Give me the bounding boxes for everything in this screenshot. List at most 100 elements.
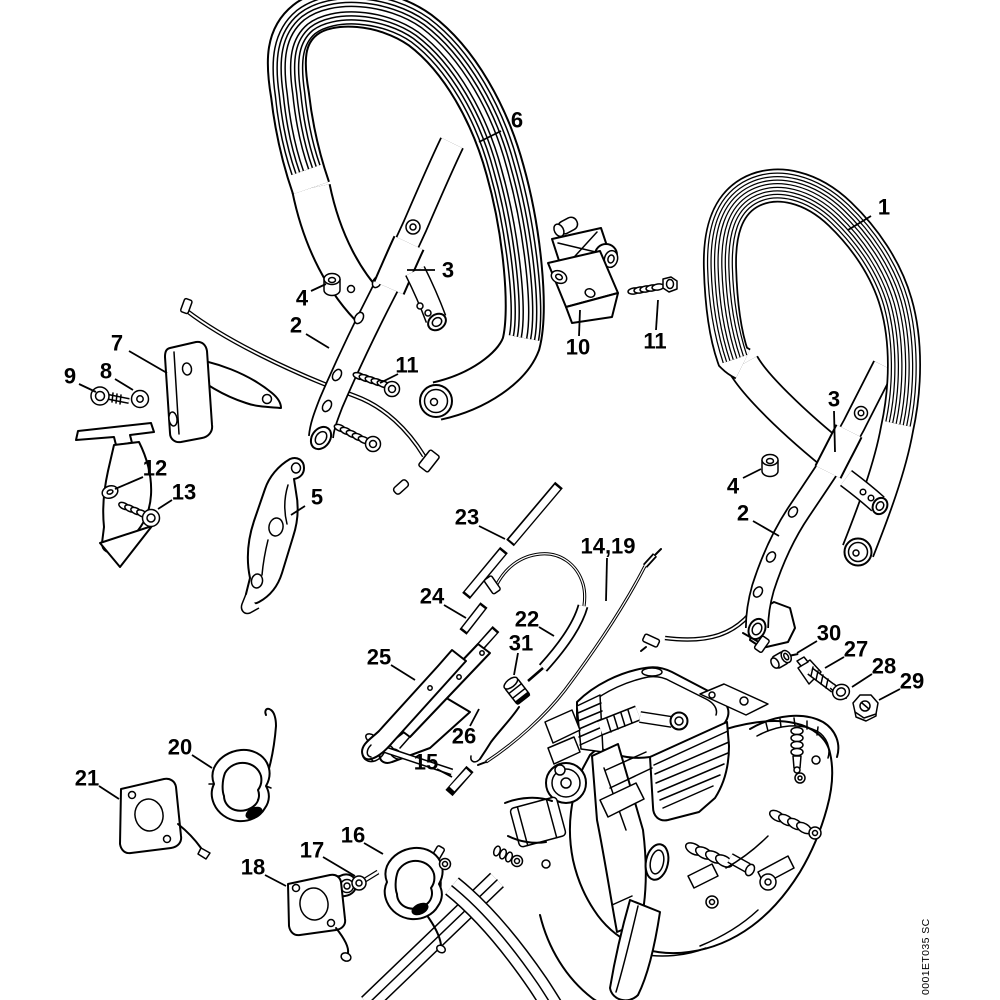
throttle-cable-left [180,297,440,495]
carburetor [492,709,587,869]
callout-label-13: 13 [172,480,196,505]
callout-leader-20 [191,754,213,769]
callout-leader-2 [305,333,330,349]
callout-leader-6 [478,130,502,143]
wire-26 [470,706,520,763]
callout-leader-4 [742,468,762,479]
callout-leader-28 [851,673,873,688]
handlebar-loop-right [702,168,921,567]
callout-label-22: 22 [515,607,539,632]
callout-leader-15 [436,768,453,778]
spacer-20 [208,707,277,823]
callout-leader-18 [264,874,287,887]
callout-leader-22 [538,626,555,637]
callout-label-20: 20 [168,735,192,760]
gasket-21 [119,777,211,860]
plug-30 [770,649,799,669]
callout-label-7: 7 [111,331,123,356]
callout-label-14,19: 14,19 [580,534,635,559]
callout-leader-21 [98,785,120,800]
callout-leader-2 [752,520,780,537]
callout-leader-26 [469,708,480,727]
nut-29 [852,694,879,722]
screw-11-right [627,276,678,295]
bracket-10 [547,216,619,324]
callout-leader-24 [443,604,467,619]
callout-label-1: 1 [878,195,890,220]
callout-leader-9 [78,383,97,393]
callout-leader-16 [363,842,384,855]
bottom-left-parts [119,707,452,962]
handlebar-loop-left [266,0,545,421]
callout-leader-3 [833,410,836,453]
callout-leader-25 [390,664,416,681]
cable-14-19 [477,548,662,766]
screw-17 [351,869,380,891]
center-parts [361,481,662,797]
tube-23 [462,481,563,600]
callout-label-11: 11 [395,353,418,378]
callout-label-11: 11 [643,329,666,354]
callout-label-23: 23 [455,505,479,530]
callout-leader-14,19 [605,557,608,602]
o-ring-28 [831,683,851,701]
bushing-4-right [761,453,779,478]
grommet-31 [503,676,531,705]
callout-leader-1 [847,215,872,231]
callout-label-24: 24 [420,584,445,609]
callout-label-28: 28 [872,654,896,679]
frame-tube-left [308,137,464,451]
screw-11-left-upper [352,371,401,398]
clamp-right [814,424,889,516]
callout-label-10: 10 [566,335,590,360]
spacer-16 [383,845,452,954]
callout-label-26: 26 [452,724,476,749]
callout-leader-4 [310,283,327,292]
cylinder [576,666,769,822]
bracket-12 [75,422,155,568]
diagram-code: 0001ET035 SC [920,918,932,995]
spark-plug-icon [597,705,689,736]
callout-label-15: 15 [414,750,438,775]
bushing-4-left [323,272,356,297]
clamp-left [373,235,447,332]
callout-label-3: 3 [442,258,454,283]
callout-leader-5 [290,505,306,516]
callout-label-17: 17 [300,838,324,863]
engine-assembly [361,601,840,1000]
callout-leader-13 [157,499,173,510]
front-handle-tube [361,872,562,1000]
callout-leader-17 [322,856,356,877]
callout-leader-7 [128,350,168,374]
callout-leader-8 [114,378,134,391]
callout-label-12: 12 [143,456,167,481]
bracket-25 [361,643,491,761]
callout-label-4: 4 [296,286,309,311]
handle-molding-7 [164,340,282,444]
callout-label-3: 3 [828,387,840,412]
callout-label-25: 25 [367,645,391,670]
handlebar-assembly-right [640,168,921,722]
av-spring-coils [684,809,822,877]
callout-label-29: 29 [900,669,924,694]
callout-leader-31 [513,652,519,676]
callout-label-8: 8 [100,359,112,384]
callout-leader-11 [655,299,659,331]
callout-leader-29 [878,688,901,701]
callout-leader-27 [824,656,845,669]
spring-mount [790,726,804,774]
brake-flag [609,899,661,1000]
lever-5 [240,457,305,615]
callout-label-30: 30 [817,621,841,646]
callout-label-2: 2 [290,313,302,338]
screw-11-left-lower [333,423,382,453]
grip-ribs-right [706,172,917,427]
gasket-18 [287,873,358,962]
callout-label-9: 9 [64,364,76,389]
screw-9 [90,386,130,406]
callout-leader-23 [478,525,506,540]
callout-label-18: 18 [241,855,265,880]
